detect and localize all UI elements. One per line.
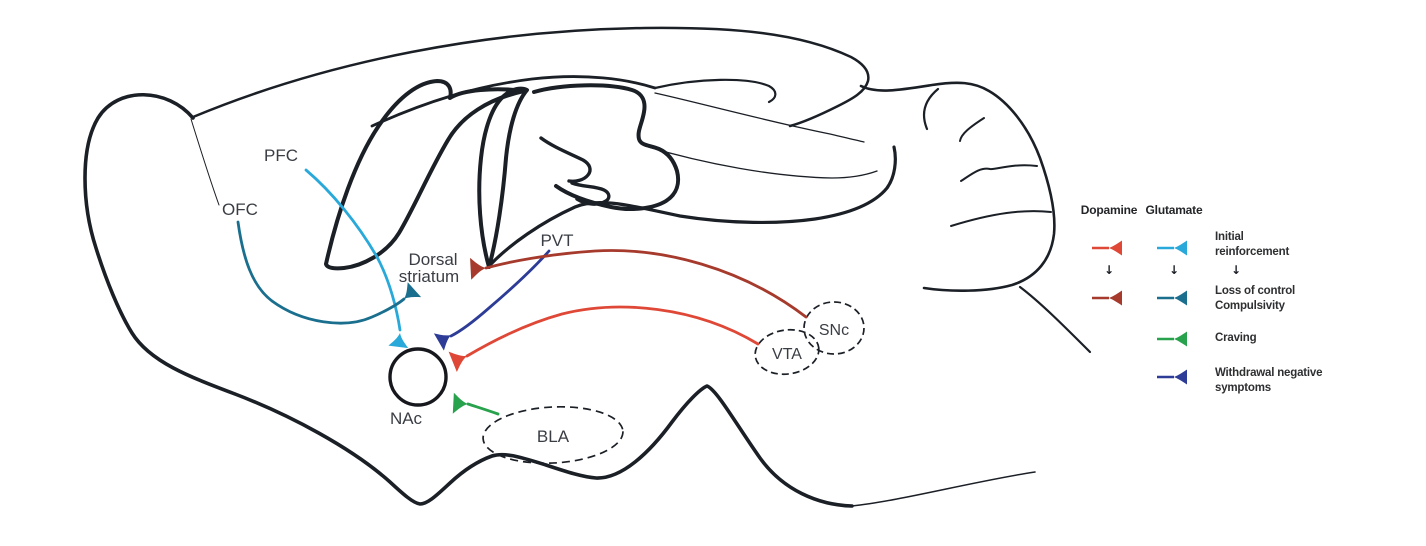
pfc-terminal-bell xyxy=(388,331,410,349)
ventral-outline-thin-tail xyxy=(851,471,1036,507)
thalamus-boundary xyxy=(487,145,897,268)
nac-circle xyxy=(388,347,448,407)
hippocampus-outline xyxy=(532,83,681,211)
bla-terminal-bell xyxy=(452,392,469,415)
dorsal-striatum-label-line1: Dorsal xyxy=(408,250,457,269)
legend: Dopamine Glutamate Initial reinforcement… xyxy=(1078,203,1346,408)
cerebellum-outline xyxy=(859,81,1056,292)
legend-header-glutamate: Glutamate xyxy=(1145,203,1203,217)
cerebellum-fold-3 xyxy=(960,164,1038,182)
vta-terminal-bell xyxy=(448,345,472,372)
brainstem-line xyxy=(1018,285,1092,354)
cortex-outer-line xyxy=(191,26,870,128)
narrow-leaf-shape xyxy=(477,86,529,269)
legend-header-dopamine: Dopamine xyxy=(1080,203,1138,217)
cortex-crescent xyxy=(653,78,777,104)
inner-thin-sweep-lower xyxy=(644,145,878,179)
dopamine-late-arrow-icon xyxy=(1092,290,1122,306)
hippocampus-curl xyxy=(539,136,592,183)
vta-label: VTA xyxy=(772,346,802,363)
snc-to-striatum-path xyxy=(484,249,808,319)
olfactory-bulb-ventral-outline xyxy=(83,92,854,508)
legend-row2-label-line2: Compulsivity xyxy=(1215,300,1285,312)
vta-to-nac-path xyxy=(465,305,760,358)
cerebellum-fold-4 xyxy=(950,210,1052,227)
cerebellum-fold-1 xyxy=(922,87,940,131)
snc-ellipse xyxy=(803,301,865,355)
glutamate-late-arrow-icon xyxy=(1157,290,1187,306)
pvt-terminal-bell xyxy=(433,326,456,351)
vta-ellipse xyxy=(754,328,820,376)
glutamate-transition-arrow-icon: ↓ xyxy=(1168,263,1180,277)
legend-row1-label-line1: Initial xyxy=(1215,231,1244,243)
cortex-inner-band xyxy=(370,75,657,128)
bla-ellipse xyxy=(482,405,624,465)
pfc-to-nac-path xyxy=(304,168,402,332)
legend-row2-label-line1: Loss of control xyxy=(1215,285,1296,297)
glutamate-early-arrow-icon xyxy=(1157,240,1187,256)
projections-group xyxy=(236,168,808,416)
craving-arrow-icon xyxy=(1157,331,1187,347)
bla-to-nac-path xyxy=(466,402,500,416)
legend-row1-label-line2: reinforcement xyxy=(1215,246,1290,258)
dopamine-transition-arrow-icon: ↓ xyxy=(1103,263,1115,277)
stage-transition-arrow-icon: ↓ xyxy=(1230,263,1242,277)
legend-row4-label-line1: Withdrawal negative xyxy=(1215,367,1323,379)
legend-row4-label-line2: symptoms xyxy=(1215,382,1271,394)
dopamine-early-arrow-icon xyxy=(1092,240,1122,256)
snc-label: SNc xyxy=(819,322,849,339)
bla-label: BLA xyxy=(537,427,570,446)
legend-row3-label: Craving xyxy=(1215,332,1257,344)
ofc-label: OFC xyxy=(222,200,258,219)
pfc-label: PFC xyxy=(264,146,298,165)
nac-label: NAc xyxy=(390,409,423,428)
dorsal-striatum-label-line2: striatum xyxy=(399,267,459,286)
snc-terminal-bell xyxy=(470,257,487,280)
ofc-to-striatum-path xyxy=(236,220,406,325)
inner-thin-sweep-upper xyxy=(654,92,865,143)
withdrawal-arrow-icon xyxy=(1157,369,1187,385)
cerebellum-fold-2 xyxy=(959,117,985,142)
bulb-divider-line xyxy=(190,118,220,206)
brain-outline-group xyxy=(83,26,1092,508)
pvt-to-nac-path xyxy=(449,249,551,338)
pvt-label: PVT xyxy=(540,231,573,250)
